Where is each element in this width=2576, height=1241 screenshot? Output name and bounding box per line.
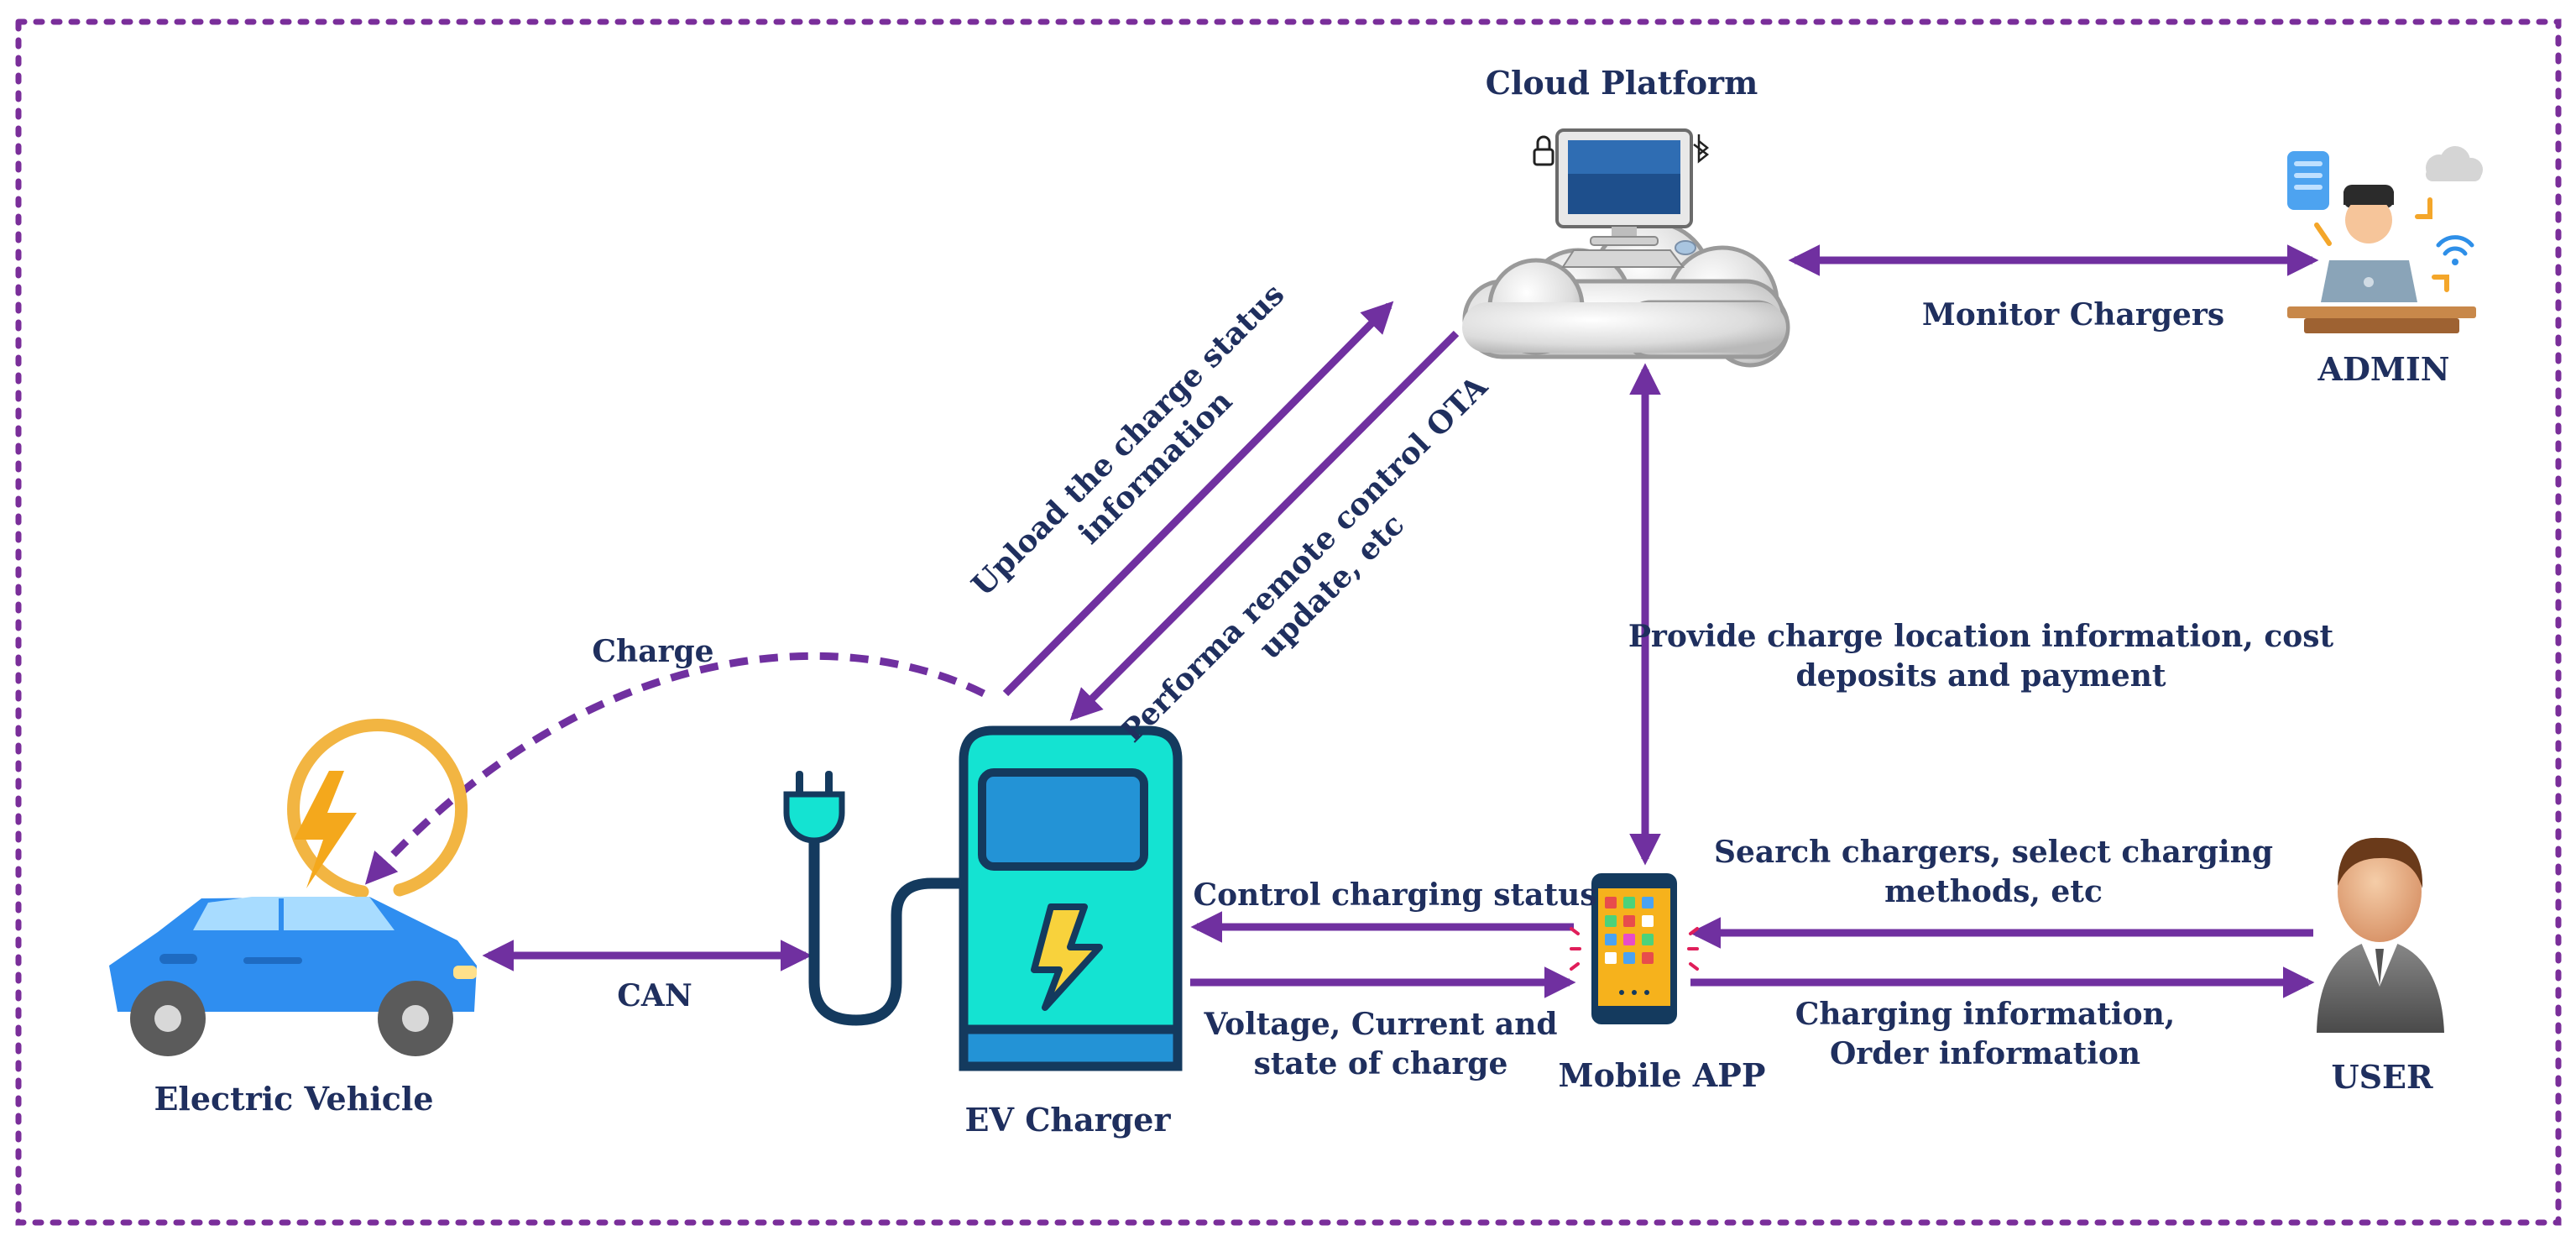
cloud-computer-icon [1462,128,1790,368]
electric-car-icon [109,719,477,1056]
search-chargers-label-line2: methods, etc [1884,874,2103,909]
provide-info-label-line1: Provide charge location information, cos… [1628,619,2334,654]
admin-workstation-icon [2287,146,2483,333]
monitor-chargers-label: Monitor Chargers [1922,297,2224,333]
mobile-app-label: Mobile APP [1559,1056,1766,1094]
ev-charger-icon [783,725,1183,1071]
upload-status-label-line1: Upload the charge status [965,277,1292,604]
charging-info-label-line2: Order information [1830,1036,2140,1071]
voltage-label-line1: Voltage, Current and [1203,1007,1557,1042]
search-chargers-label-line1: Search chargers, select charging [1714,835,2273,870]
charge-label: Charge [592,634,713,669]
voltage-label-line2: state of charge [1254,1046,1508,1081]
dotted-frame [15,18,2562,1226]
provide-info-label-line2: deposits and payment [1795,658,2166,694]
electric-vehicle-label: Electric Vehicle [154,1080,433,1118]
can-label: CAN [617,978,692,1013]
charging-info-label-line1: Charging information, [1795,997,2176,1032]
arrow-charge-dashed [364,652,986,885]
cloud-platform-label: Cloud Platform [1486,64,1758,102]
control-status-label: Control charging status [1193,877,1596,913]
arrow-upload-status [1002,301,1394,697]
user-avatar-icon [2317,837,2444,1033]
smartphone-icon [1570,873,1699,1024]
arrow-remote-control [1069,330,1460,721]
arrows [364,244,2319,998]
ev-charger-label: EV Charger [965,1101,1172,1139]
admin-label: ADMIN [2317,350,2449,388]
user-label: USER [2331,1058,2433,1096]
